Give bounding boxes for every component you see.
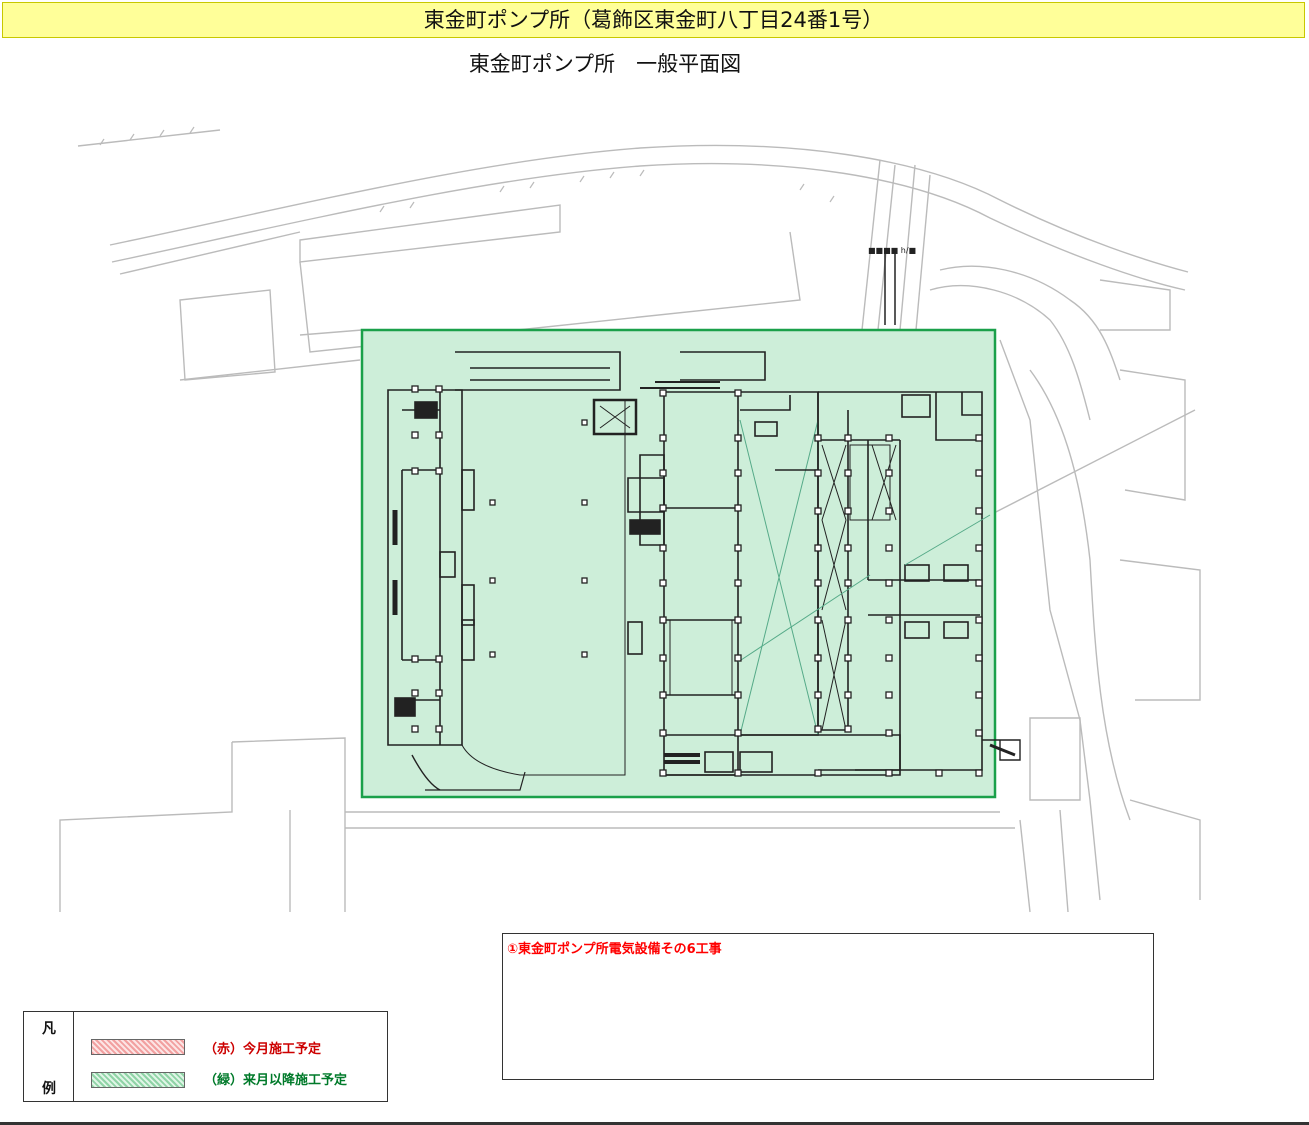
legend-title-top: 凡 xyxy=(42,1021,56,1037)
legend-box: 凡 例 （赤）今月施工予定 （緑）来月以降施工予定 xyxy=(23,1011,388,1102)
road-label: ■■■■ h/■ xyxy=(868,246,916,255)
header-bar: 東金町ポンプ所（葛飾区東金町八丁目24番1号） xyxy=(2,2,1305,38)
site-ticks xyxy=(99,126,835,213)
drawing-title: 東金町ポンプ所 一般平面図 xyxy=(468,52,742,76)
project-item-1: ①東金町ポンプ所電気設備その6工事 xyxy=(507,942,722,957)
legend-title: 凡 例 xyxy=(24,1012,74,1101)
column-markers xyxy=(411,385,983,777)
construction-area xyxy=(360,328,997,799)
legend-label-next-month: （緑）来月以降施工予定 xyxy=(204,1073,348,1088)
site-outline xyxy=(59,129,1201,913)
project-list-box: ①東金町ポンプ所電気設備その6工事 xyxy=(502,933,1154,1080)
bottom-border xyxy=(0,1122,1309,1125)
legend-swatch-green xyxy=(91,1072,185,1088)
legend-swatch-red xyxy=(91,1039,185,1055)
legend-title-bottom: 例 xyxy=(42,1081,56,1097)
legend-label-this-month: （赤）今月施工予定 xyxy=(204,1042,322,1057)
header-title: 東金町ポンプ所（葛飾区東金町八丁目24番1号） xyxy=(423,8,884,32)
floor-plan xyxy=(387,351,1021,791)
